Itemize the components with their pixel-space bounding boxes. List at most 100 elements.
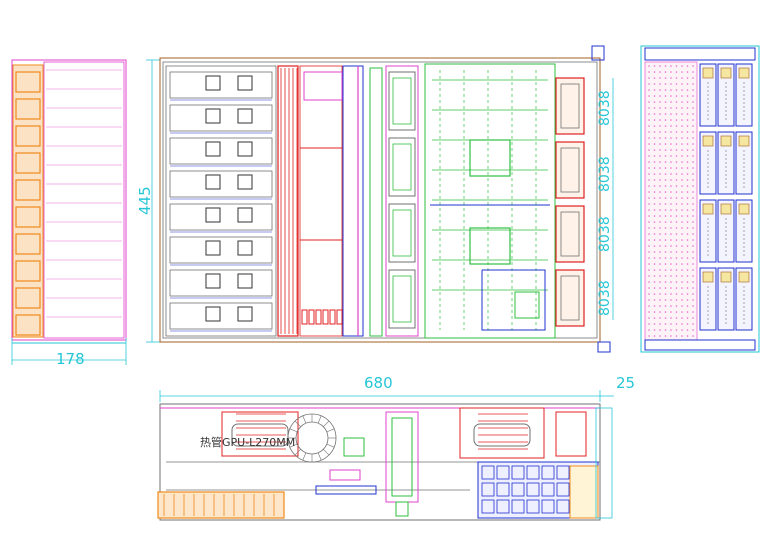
mesh-hole [664,305,667,307]
backplane-area [342,65,383,337]
mesh-hole [681,281,683,283]
mesh-hole [659,71,661,73]
mesh-hole [681,167,683,169]
mesh-hole [648,227,650,229]
mesh-hole [692,251,694,253]
middle-fan [388,71,416,131]
bottom-drive-slot [511,465,525,480]
mesh-hole [648,191,650,193]
gpu-card [169,104,273,132]
mesh-hole [659,311,661,313]
mesh-hole [675,281,678,283]
mesh-hole [692,155,694,157]
mesh-hole [670,203,672,205]
mesh-hole [659,215,661,217]
mesh-hole [692,77,694,79]
mesh-hole [675,233,678,235]
mesh-hole [692,89,694,91]
height-dimension: 445 [136,59,160,343]
mesh-hole [648,107,650,109]
mesh-hole [681,329,683,331]
mesh-hole [692,275,694,277]
mesh-hole [675,323,678,325]
mesh-hole [664,221,667,223]
bottom-drive-slot [541,465,555,480]
power-connector [315,309,322,325]
mesh-hole [659,305,661,307]
mesh-hole [675,329,678,331]
mesh-hole [686,275,689,277]
mesh-hole [670,191,672,193]
mesh-hole [664,83,667,85]
mesh-hole [648,323,650,325]
mesh-hole [681,269,683,271]
bottom-drive-slot [556,465,570,480]
mesh-hole [653,203,656,205]
mesh-hole [659,125,661,127]
mesh-hole [653,311,656,313]
middle-fan-column [385,65,419,337]
mesh-hole [653,275,656,277]
mesh-hole [675,227,678,229]
mesh-hole [670,113,672,115]
mesh-hole [670,83,672,85]
mesh-hole [659,251,661,253]
rear-fan [555,77,585,135]
mesh-hole [675,203,678,205]
fan-blade [289,443,298,448]
side-fan-slot [15,179,41,201]
mesh-hole [675,131,678,133]
mesh-hole [664,125,667,127]
mesh-hole [692,137,694,139]
mesh-hole [675,293,678,295]
mesh-hole [659,269,661,271]
mesh-hole [681,197,683,199]
bottom-side-view: 680 25 热管GPU-L270MM [157,374,635,521]
heatpipe-annotation: 热管GPU-L270MM [200,435,295,449]
mesh-hole [692,119,694,121]
mesh-hole [692,311,694,313]
side-fan-slot [15,98,41,120]
mesh-hole [686,65,689,67]
mesh-hole [675,191,678,193]
bottom-drive-slot [496,499,510,514]
mesh-hole [692,125,694,127]
mesh-hole [692,257,694,259]
mesh-hole [648,209,650,211]
mesh-hole [686,185,689,187]
side-fan-stack [12,64,44,338]
mesh-hole [664,299,667,301]
gpu-connector [205,108,221,124]
mesh-hole [659,89,661,91]
mesh-hole [648,101,650,103]
mesh-hole [648,185,650,187]
mesh-hole [664,119,667,121]
mesh-hole [686,305,689,307]
mesh-hole [648,245,650,247]
mesh-hole [686,179,689,181]
mesh-hole [659,107,661,109]
mesh-hole [686,125,689,127]
mesh-hole [648,137,650,139]
mesh-hole [681,293,683,295]
mesh-hole [681,323,683,325]
mesh-hole [670,221,672,223]
mesh-hole [681,251,683,253]
mesh-hole [675,251,678,253]
mesh-hole [648,287,650,289]
mesh-hole [670,299,672,301]
mesh-hole [681,65,683,67]
mesh-hole [686,71,689,73]
rear-fan [555,205,585,263]
mesh-hole [692,149,694,151]
mesh-hole [675,215,678,217]
mesh-hole [670,227,672,229]
mesh-hole [659,299,661,301]
mesh-hole [659,203,661,205]
drive-bay-latch [720,135,732,147]
mesh-hole [686,215,689,217]
mesh-hole [686,317,689,319]
side-fan-slot [15,233,41,255]
mesh-hole [675,161,678,163]
